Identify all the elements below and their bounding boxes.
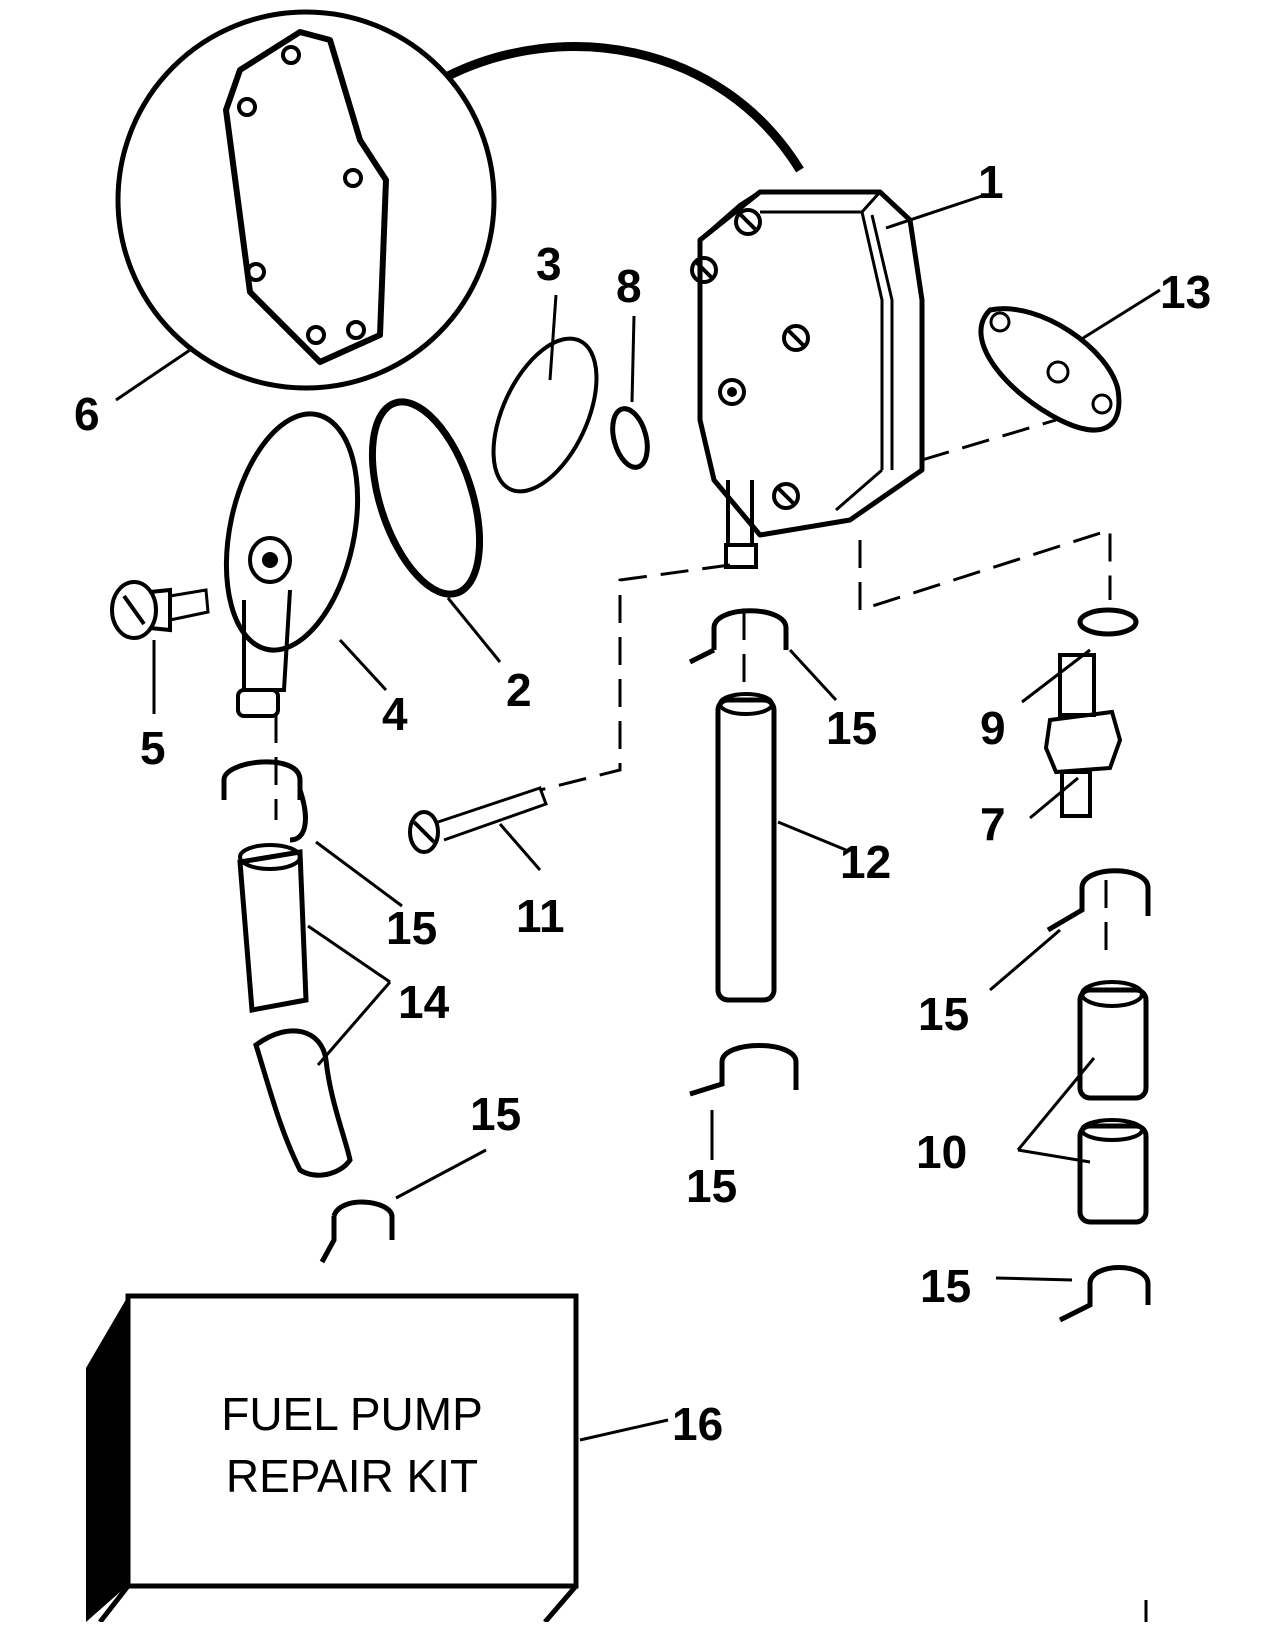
label-8: 8 bbox=[616, 260, 642, 312]
hose-clamp-left-bottom bbox=[319, 1199, 395, 1264]
mounting-screw bbox=[408, 786, 548, 854]
pump-cover bbox=[223, 411, 361, 718]
alignment-lines bbox=[274, 418, 1112, 960]
label-2: 2 bbox=[506, 664, 532, 716]
label-16: 16 bbox=[672, 1398, 723, 1450]
label-5: 5 bbox=[140, 722, 166, 774]
fuel-hose-right-lower bbox=[1077, 1118, 1149, 1225]
label-10: 10 bbox=[916, 1126, 967, 1178]
cover-screw bbox=[110, 580, 210, 640]
gasket-detail-circle bbox=[115, 9, 804, 391]
label-7: 7 bbox=[980, 798, 1006, 850]
fuel-hose-center bbox=[715, 692, 777, 1003]
fuel-hose-right-upper bbox=[1077, 980, 1149, 1101]
label-14: 14 bbox=[398, 976, 450, 1028]
filter-screen bbox=[491, 336, 599, 494]
seal-washer bbox=[1077, 607, 1139, 637]
label-13: 13 bbox=[1160, 266, 1211, 318]
fuel-hose-left-lower bbox=[253, 1028, 353, 1178]
hose-clamp-center-top bbox=[688, 608, 789, 665]
hose-clamp-right-bottom bbox=[1058, 1265, 1151, 1323]
hose-fitting bbox=[1043, 653, 1123, 818]
hose-clamp-left-top bbox=[221, 759, 308, 843]
mounting-gasket bbox=[978, 306, 1122, 433]
label-6: 6 bbox=[74, 388, 100, 440]
o-ring-small bbox=[610, 406, 650, 470]
hose-clamp-center-bottom bbox=[689, 1043, 799, 1097]
o-ring-large bbox=[368, 398, 484, 598]
hose-clamp-right-top bbox=[1046, 868, 1151, 933]
leader-lines bbox=[115, 194, 1161, 1442]
fuel-pump-body bbox=[690, 189, 925, 569]
label-15-center-bottom: 15 bbox=[686, 1160, 737, 1212]
label-12: 12 bbox=[840, 836, 891, 888]
label-9: 9 bbox=[980, 702, 1006, 754]
label-15-left-top: 15 bbox=[386, 902, 437, 954]
label-1: 1 bbox=[978, 156, 1004, 208]
kit-label-line1: FUEL PUMP bbox=[221, 1388, 483, 1440]
label-11: 11 bbox=[516, 890, 565, 942]
label-4: 4 bbox=[382, 688, 408, 740]
label-15-center-top: 15 bbox=[826, 702, 877, 754]
fuel-hose-left-upper bbox=[237, 843, 309, 1013]
label-15-left-bottom: 15 bbox=[470, 1088, 521, 1140]
kit-label-line2: REPAIR KIT bbox=[226, 1450, 478, 1502]
part-labels: 1 2 3 4 5 6 7 8 9 10 11 12 13 14 15 15 1… bbox=[74, 156, 1211, 1450]
label-3: 3 bbox=[536, 238, 562, 290]
label-15-right-bottom: 15 bbox=[920, 1260, 971, 1312]
label-15-right-top: 15 bbox=[918, 988, 969, 1040]
repair-kit-box: FUEL PUMP REPAIR KIT bbox=[86, 1293, 579, 1624]
